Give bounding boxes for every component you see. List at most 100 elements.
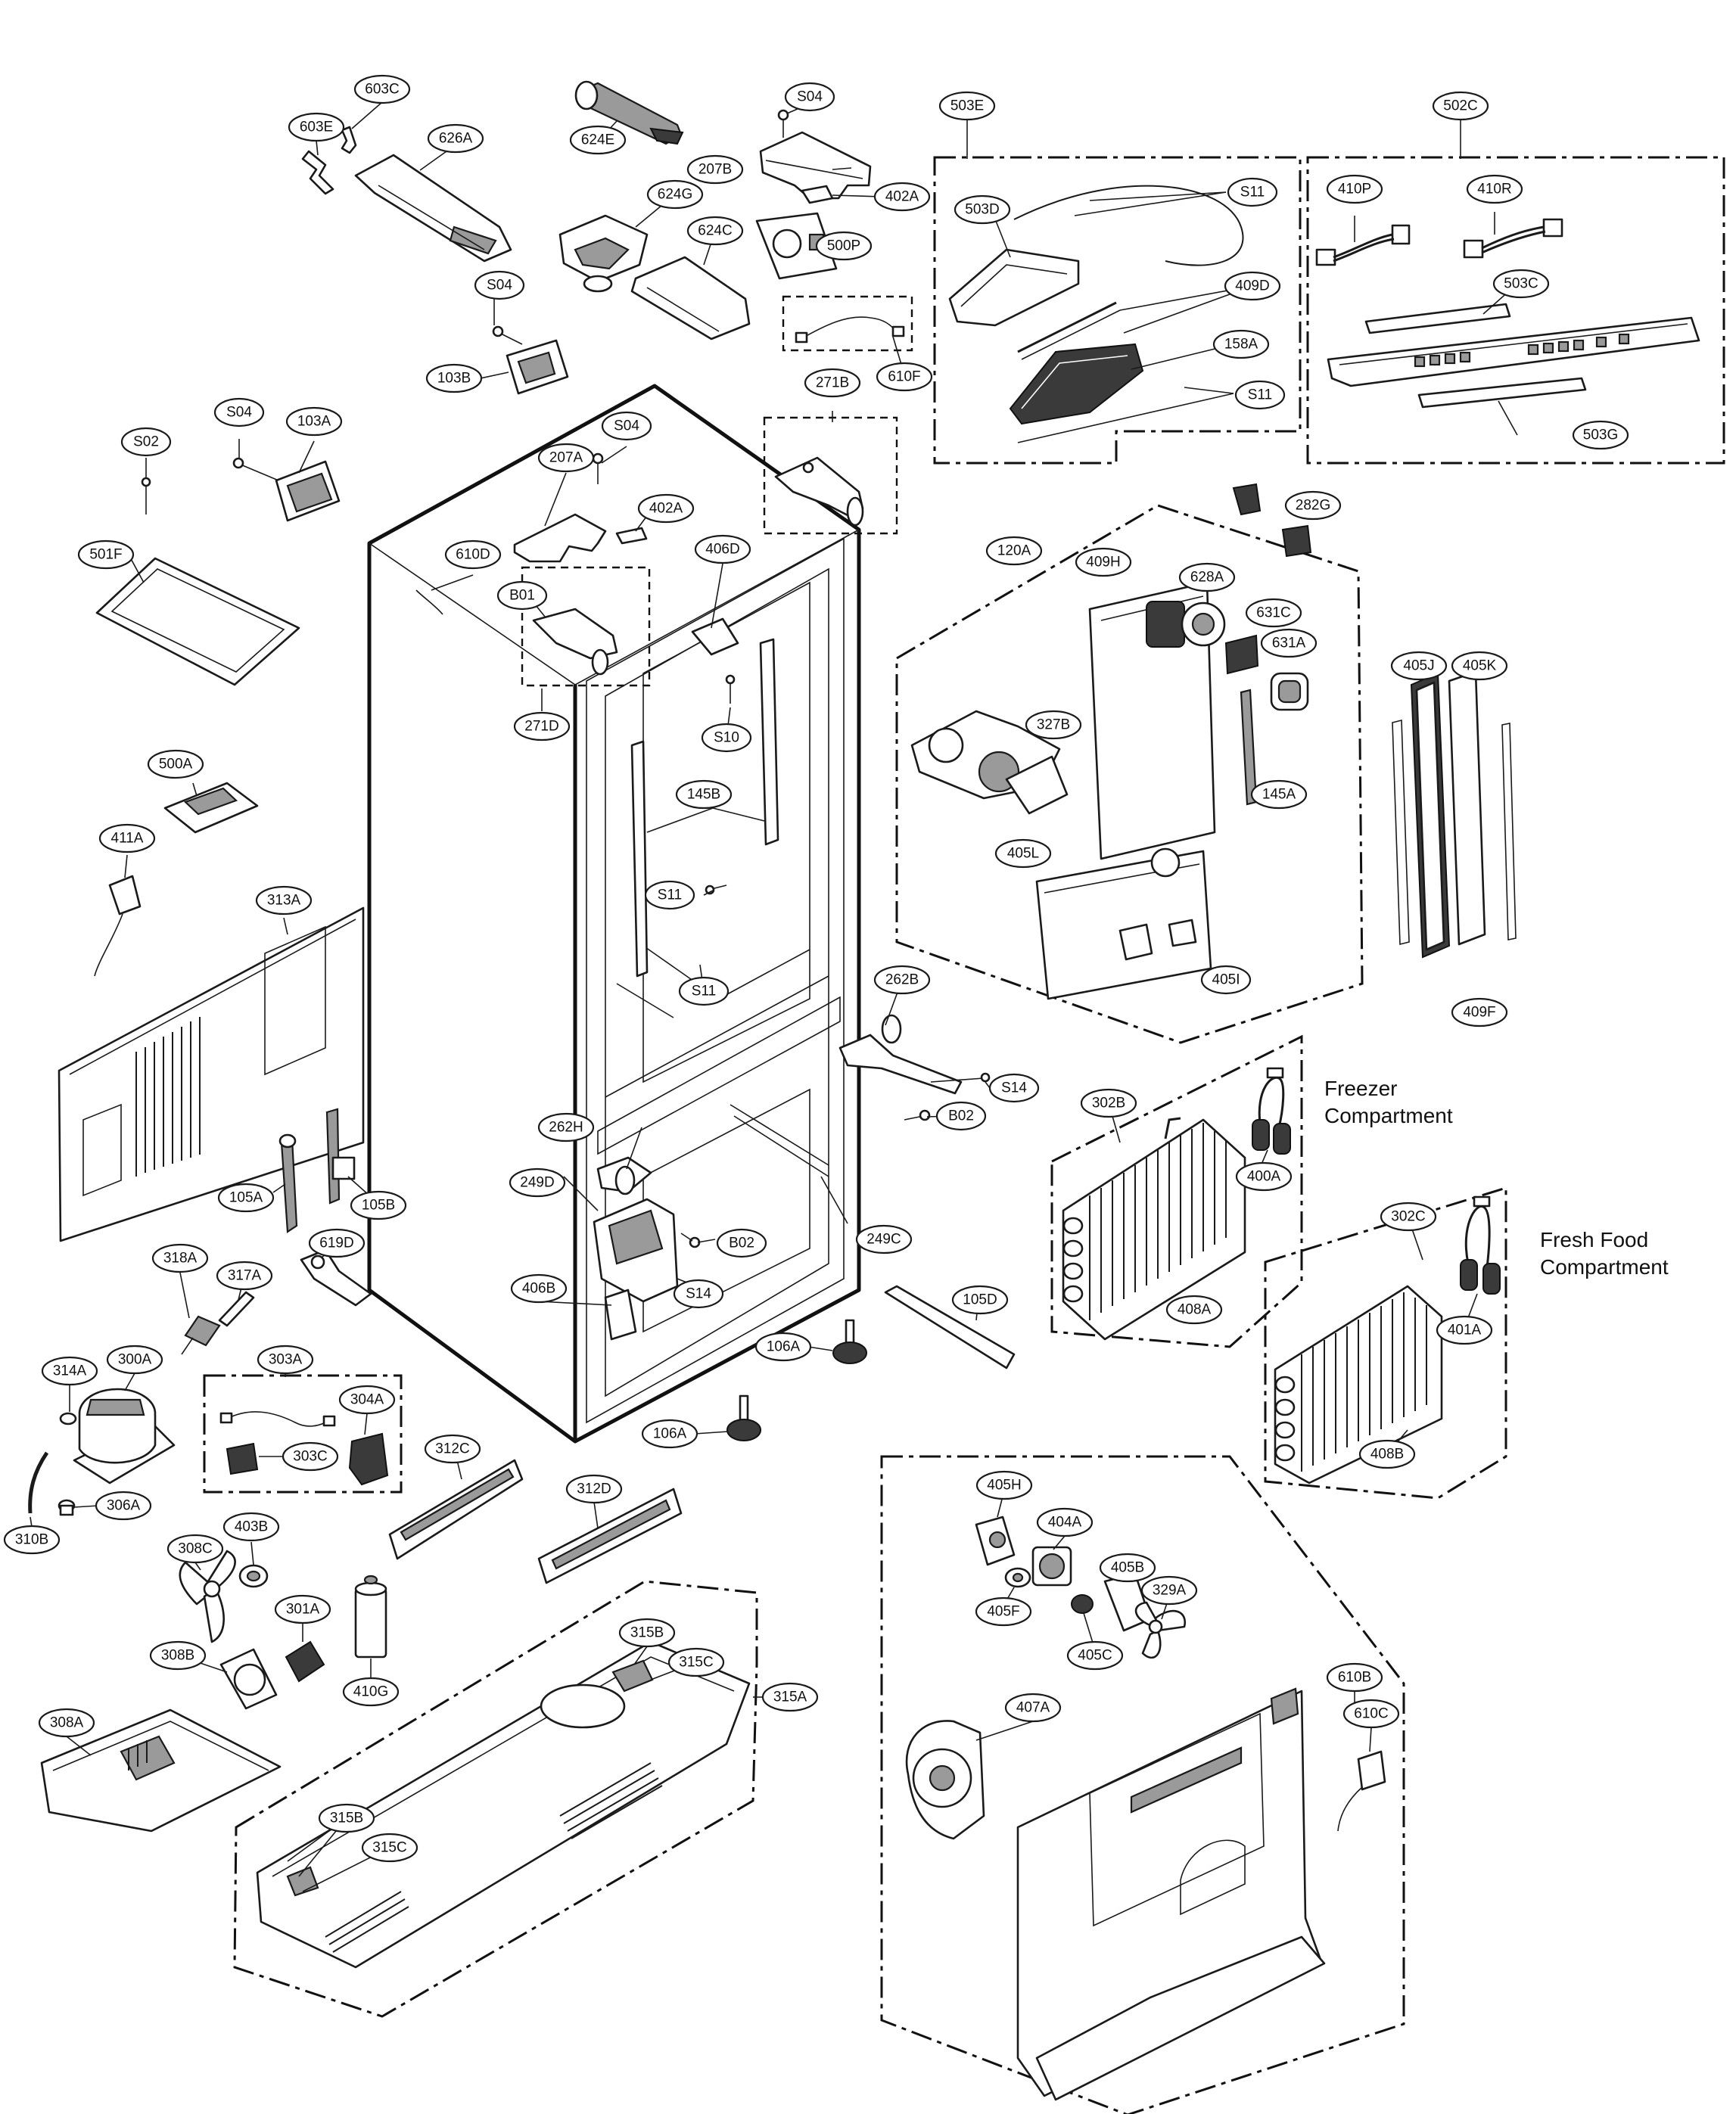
callout-301A: 301A [274, 1594, 331, 1624]
callout-label: 315A [773, 1690, 807, 1705]
callout-B01: B01 [496, 580, 548, 611]
harness-410R [1463, 218, 1563, 259]
fan-bracket-308B [219, 1648, 278, 1710]
cover-624C [630, 256, 751, 340]
callout-315C-top: 315C [667, 1647, 725, 1677]
callout-610C: 610C [1342, 1699, 1400, 1729]
control-board-502C [1327, 316, 1700, 387]
callout-label: 310B [15, 1532, 48, 1548]
callout-label: 312D [577, 1481, 611, 1497]
callout-label: 249C [866, 1232, 901, 1248]
evaporator-408A-fins [1089, 1123, 1227, 1320]
callout-label: 405B [1111, 1560, 1144, 1576]
callout-label: 145A [1262, 787, 1296, 803]
callout-label: 619D [319, 1236, 353, 1251]
callout-label: 402A [885, 189, 919, 205]
callout-500A: 500A [147, 749, 204, 779]
freezer-label-line1: Freezer [1324, 1077, 1397, 1100]
callout-158A: 158A [1212, 329, 1270, 359]
cover-207A [513, 513, 607, 563]
callout-408B: 408B [1358, 1439, 1416, 1469]
board-buttons [1414, 333, 1630, 368]
callout-310B: 310B [3, 1525, 61, 1555]
callout-label: 501F [89, 547, 122, 563]
callout-label: 406D [705, 542, 739, 558]
callout-404A: 404A [1036, 1507, 1094, 1537]
group-610F [782, 295, 913, 352]
fresh-food-label-line2: Compartment [1540, 1255, 1669, 1279]
callout-label: S04 [226, 405, 252, 421]
blower-407A [905, 1720, 985, 1840]
callout-label: 402A [649, 501, 683, 517]
callout-403B: 403B [222, 1512, 280, 1542]
bracket-619D [300, 1248, 372, 1307]
protector-303C [226, 1442, 259, 1475]
callout-409D: 409D [1224, 271, 1281, 301]
capillary-318A [181, 1315, 221, 1355]
strip-145A [1240, 689, 1258, 806]
callout-402A: 402A [637, 493, 695, 524]
callout-label: 503D [965, 202, 999, 218]
base-pan-louvers [325, 1762, 663, 1953]
callout-label: 500A [159, 757, 193, 773]
callout-label: 410P [1338, 182, 1371, 197]
evaporator-408B [1274, 1285, 1443, 1484]
callout-label: 327B [1037, 717, 1070, 733]
group-boundaries [203, 156, 1725, 2114]
callout-303A: 303A [257, 1345, 314, 1375]
harness-610F [795, 316, 905, 344]
callout-306A: 306A [95, 1491, 152, 1521]
callout-label: 405K [1463, 658, 1497, 674]
callout-label: S11 [658, 888, 682, 903]
callout-label: 271D [524, 719, 558, 735]
callout-501F: 501F [77, 539, 135, 570]
callout-103A: 103A [285, 406, 343, 437]
callout-label: S04 [797, 89, 823, 105]
callout-302C: 302C [1380, 1202, 1437, 1232]
callout-271D: 271D [513, 711, 571, 741]
callout-327B: 327B [1025, 710, 1082, 740]
callout-label: 300A [118, 1352, 152, 1368]
harness-610D [415, 589, 443, 615]
callout-402A-top: 402A [873, 182, 931, 212]
callout-label: 400A [1247, 1169, 1281, 1185]
relay-harness-303A [219, 1411, 336, 1427]
callout-label: 500P [827, 238, 860, 254]
callout-label: 301A [286, 1602, 320, 1618]
bracket-249D [593, 1198, 679, 1303]
callout-label: 409F [1463, 1005, 1495, 1021]
foot-106A-center [726, 1394, 761, 1441]
screw-B02-right [904, 1109, 931, 1121]
fan-blade-329A [1134, 1601, 1187, 1659]
motor-624G [558, 214, 649, 293]
callout-503C: 503C [1492, 269, 1550, 299]
overload-301A [285, 1640, 325, 1683]
group-302B [1050, 1034, 1303, 1348]
callout-405J: 405J [1390, 651, 1448, 681]
screw-S04-207A [592, 452, 604, 484]
callout-401A: 401A [1436, 1315, 1493, 1345]
callout-label: S11 [692, 984, 716, 999]
callout-label: 318A [163, 1251, 198, 1267]
callout-label: 503E [950, 98, 984, 114]
callout-317A: 317A [216, 1261, 273, 1291]
callout-315A: 315A [761, 1682, 819, 1712]
harness-410P [1315, 224, 1411, 266]
callout-405I: 405I [1200, 965, 1252, 995]
callout-label: 610C [1354, 1706, 1388, 1722]
callout-145A: 145A [1250, 779, 1308, 810]
callout-603C: 603C [353, 74, 411, 104]
callout-label: 308A [50, 1715, 84, 1731]
callout-502C: 502C [1432, 91, 1489, 121]
tube-105B [325, 1108, 356, 1205]
callout-label: 308C [178, 1541, 212, 1557]
callout-300A: 300A [106, 1345, 163, 1375]
film-503G [1417, 377, 1587, 409]
grommet-314A [59, 1412, 77, 1425]
screw-S04-top [777, 109, 789, 138]
callout-610B: 610B [1326, 1662, 1383, 1693]
drier-317A [218, 1291, 255, 1327]
clip-603E [301, 150, 334, 195]
hinge-271B [774, 456, 864, 527]
callout-410P: 410P [1326, 174, 1383, 204]
